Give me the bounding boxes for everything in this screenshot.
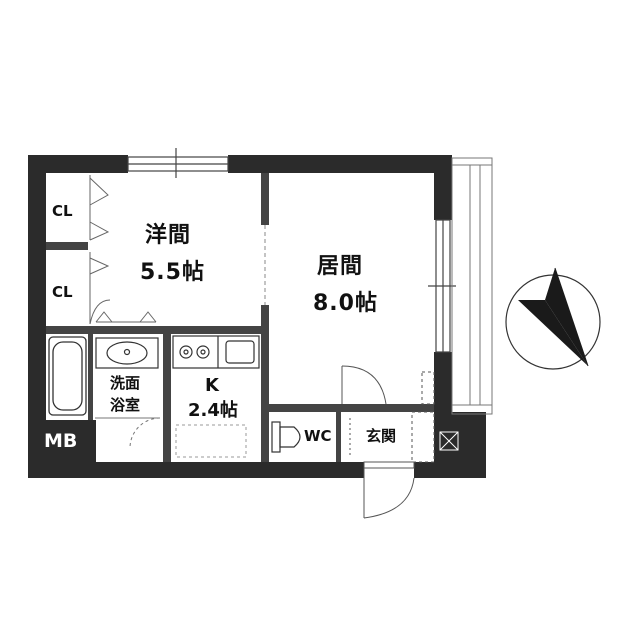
interior-walls	[46, 173, 434, 462]
sink-icon	[95, 337, 159, 369]
living-room-name: 居間	[317, 254, 364, 279]
western-room-name: 洋間	[145, 223, 192, 248]
bathtub-icon	[48, 336, 87, 416]
kitchen-sink-icon	[225, 340, 255, 364]
kitchen-counter	[172, 335, 260, 369]
window-top	[127, 148, 229, 178]
closet-doors	[89, 175, 157, 325]
meter-box-label: MB	[44, 430, 78, 452]
compass-icon	[505, 267, 601, 370]
bath-label-bathroom: 浴室	[110, 396, 141, 414]
bath-door	[94, 417, 161, 458]
closet-upper-label: CL	[52, 202, 73, 220]
stove-icon	[179, 345, 210, 359]
western-room-size: 5.5帖	[140, 260, 205, 285]
bath-label-washroom: 洗面	[110, 374, 141, 392]
closet-lower-label: CL	[52, 283, 73, 301]
living-room-size: 8.0帖	[313, 291, 378, 316]
toilet-icon	[271, 421, 301, 453]
kitchen-size: 2.4帖	[188, 400, 238, 421]
wc-label: WC	[304, 427, 332, 445]
kitchen-name: K	[205, 375, 219, 396]
entrance-label: 玄関	[366, 427, 397, 445]
balcony	[451, 157, 493, 415]
meter-box	[28, 420, 96, 464]
window-right	[428, 219, 456, 353]
entry-doors	[341, 365, 435, 519]
exterior-walls	[28, 155, 486, 478]
pipe-shaft	[439, 431, 459, 451]
kitchen-appliance-space	[175, 424, 247, 458]
